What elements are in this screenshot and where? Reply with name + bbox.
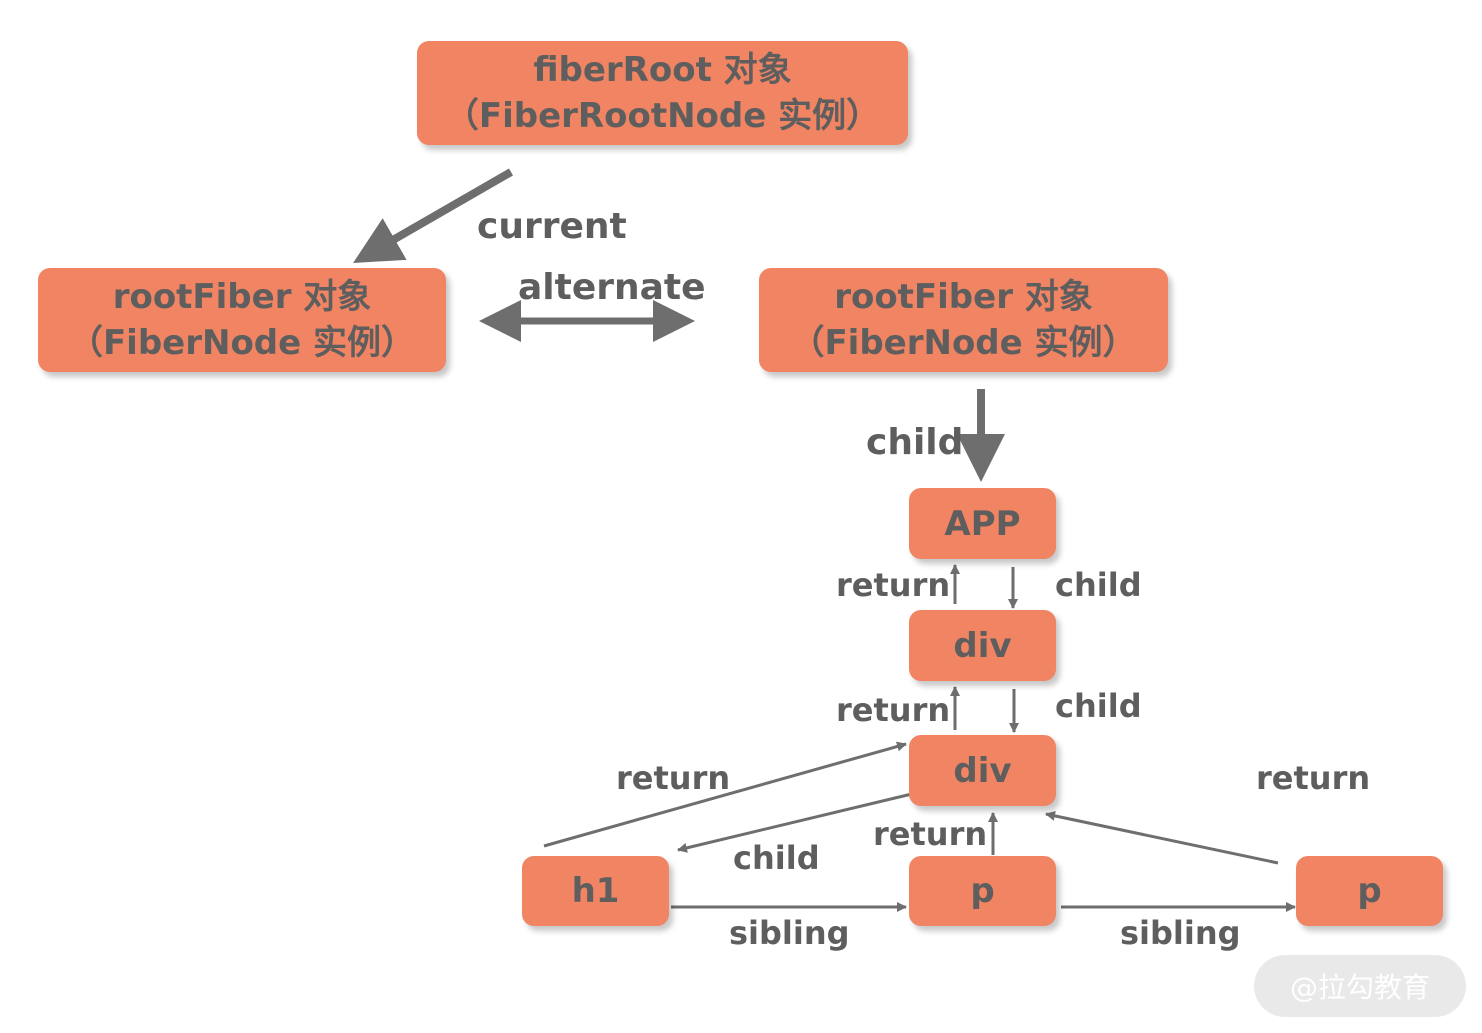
current-label: current bbox=[477, 206, 627, 247]
app-label: APP bbox=[944, 503, 1021, 544]
child-arrow-div-to-h1 bbox=[677, 791, 917, 853]
h1-label: h1 bbox=[571, 871, 620, 911]
fiber-root-node: fiberRoot 对象 （FiberRootNode 实例） bbox=[417, 41, 908, 145]
root-fiber-alternate-title: rootFiber 对象 bbox=[834, 277, 1093, 317]
root-fiber-current-node: rootFiber 对象 （FiberNode 实例） bbox=[38, 268, 446, 372]
root-fiber-current-subtitle: （FiberNode 实例） bbox=[68, 323, 416, 363]
child-label-app-to-div: child bbox=[1055, 566, 1142, 604]
return-label-div-to-div: return bbox=[836, 691, 951, 729]
alternate-label: alternate bbox=[518, 267, 706, 308]
child-label-root-to-app: child bbox=[866, 422, 964, 463]
p-first-label: p bbox=[970, 871, 995, 911]
child-label-div-to-h1: child bbox=[733, 839, 820, 877]
app-node: APP bbox=[909, 488, 1056, 559]
h1-node: h1 bbox=[522, 856, 669, 926]
sibling-label-p-to-p: sibling bbox=[1120, 914, 1241, 952]
div-outer-node: div bbox=[909, 610, 1056, 681]
root-fiber-current-title: rootFiber 对象 bbox=[112, 277, 372, 317]
fiber-root-subtitle: （FiberRootNode 实例） bbox=[444, 96, 881, 136]
p-second-node: p bbox=[1296, 856, 1443, 926]
div-outer-label: div bbox=[953, 625, 1012, 666]
sibling-label-h1-to-p: sibling bbox=[729, 914, 850, 952]
return-label-h1-to-div: return bbox=[616, 759, 731, 797]
return-label-p2-to-div: return bbox=[1256, 759, 1371, 797]
child-label-div-to-div: child bbox=[1055, 687, 1142, 725]
div-inner-label: div bbox=[953, 750, 1012, 791]
root-fiber-alternate-subtitle: （FiberNode 实例） bbox=[790, 323, 1137, 363]
div-inner-node: div bbox=[909, 735, 1056, 806]
return-arrow-h1-to-div bbox=[543, 741, 907, 848]
return-arrow-p2-to-div bbox=[1045, 810, 1279, 865]
watermark: @拉勾教育 bbox=[1254, 955, 1466, 1017]
p-second-label: p bbox=[1357, 871, 1382, 911]
return-label-p-to-div: return bbox=[873, 815, 988, 853]
current-arrow bbox=[353, 168, 513, 263]
root-fiber-alternate-node: rootFiber 对象 （FiberNode 实例） bbox=[759, 268, 1168, 372]
fiber-root-title: fiberRoot 对象 bbox=[533, 50, 792, 90]
return-label-div-to-app: return bbox=[836, 566, 951, 604]
p-first-node: p bbox=[909, 856, 1056, 926]
